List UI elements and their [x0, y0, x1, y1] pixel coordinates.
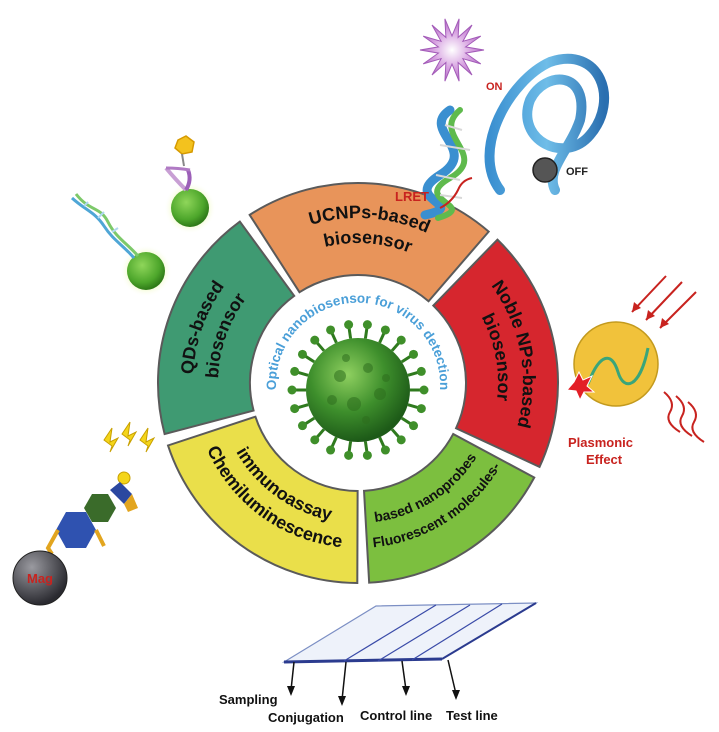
on-label: ON [486, 81, 503, 93]
magnetic-bead-illustration: Mag [12, 421, 156, 606]
segment-noble [431, 238, 559, 469]
segment-fluorescent [362, 432, 536, 584]
plasmonic-illustration: Plasmonic Effect [565, 275, 705, 467]
antigen-icon [84, 494, 116, 522]
virus-icon [287, 320, 429, 460]
mag-label: Mag [27, 571, 53, 586]
effect-label: Effect [586, 452, 623, 467]
strip-label-conjugation: Conjugation [268, 710, 344, 725]
lightning-icon [103, 427, 120, 453]
upconversion-star-icon [419, 18, 485, 82]
hairpin-probe-icon [484, 53, 610, 195]
signal-burst-icon [565, 370, 596, 402]
strip-membrane [281, 602, 539, 663]
strip-label-test-line: Test line [446, 708, 498, 723]
quantum-dot-illustration [70, 135, 216, 297]
lret-illustration: ON OFF LRET [395, 18, 610, 221]
strip-label-control-line: Control line [360, 708, 432, 723]
strip-label-sampling: Sampling [219, 692, 278, 707]
lightning-icon [121, 421, 138, 447]
off-label: OFF [566, 166, 588, 178]
segment-qds [157, 220, 296, 436]
segment-chemi [166, 415, 359, 585]
lret-label: LRET [395, 189, 429, 204]
quencher-icon [532, 157, 558, 183]
lightning-icon [139, 427, 156, 453]
magnetic-bead-icon [12, 550, 68, 606]
plasmonic-label: Plasmonic [568, 435, 633, 450]
antigen-icon [174, 135, 195, 155]
lateral-flow-strip: Sampling Conjugation Control line Test l… [219, 602, 539, 725]
